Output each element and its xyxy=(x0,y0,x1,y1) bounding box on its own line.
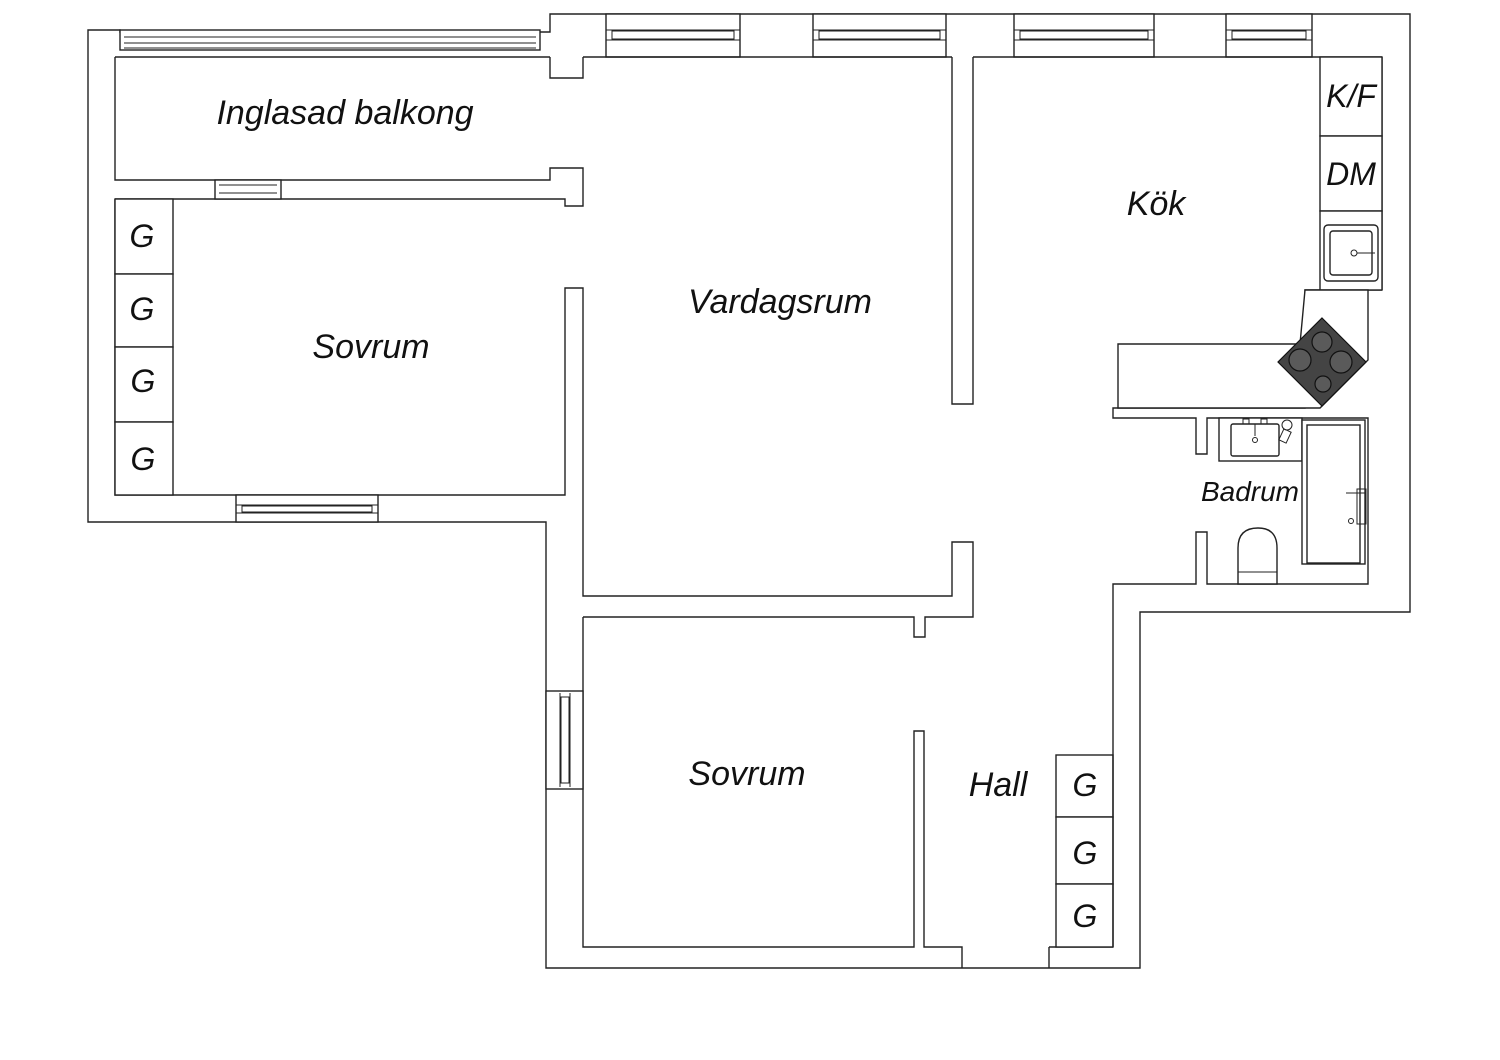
label-kitchen: Kök xyxy=(1127,185,1188,223)
closet-label: G xyxy=(130,218,155,254)
closet-label: G xyxy=(131,363,156,399)
window-top-1 xyxy=(605,13,741,58)
bathtub-icon xyxy=(1301,419,1367,565)
shower-tap-icon xyxy=(1278,419,1293,444)
closet-label: G xyxy=(130,291,155,327)
inner-top-wall xyxy=(583,56,1383,290)
label-dishwasher: DM xyxy=(1326,156,1376,192)
window-bedroom-1-top xyxy=(214,179,282,200)
window-top-4 xyxy=(1225,13,1313,58)
label-living-room: Vardagsrum xyxy=(688,283,872,321)
window-top-3 xyxy=(1013,13,1155,58)
window-balcony-top xyxy=(119,29,541,51)
closet-label: G xyxy=(131,441,156,477)
closet-labels-bedroom-1: G G G G xyxy=(130,218,156,477)
window-bedroom-2 xyxy=(545,690,584,790)
bathroom-fixtures xyxy=(1218,417,1367,585)
appliance-labels: K/F DM xyxy=(1326,78,1378,192)
washbasin-icon xyxy=(1218,417,1303,462)
bedroom-2-walls xyxy=(582,617,1113,968)
kitchen-sink-icon xyxy=(1323,224,1379,282)
closets-hall xyxy=(1055,754,1114,948)
closet-label: G xyxy=(1073,898,1098,934)
closet-label: G xyxy=(1073,835,1098,871)
wall-living-kitchen xyxy=(951,57,974,405)
window-top-2 xyxy=(812,13,947,58)
room-labels: Inglasad balkong Vardagsrum Kök Sovrum S… xyxy=(216,94,1299,804)
closets-bedroom-1 xyxy=(114,198,174,496)
label-balcony: Inglasad balkong xyxy=(216,94,473,132)
label-hall: Hall xyxy=(969,766,1029,804)
closet-labels-hall: G G G xyxy=(1073,767,1098,934)
label-bedroom-2: Sovrum xyxy=(688,755,805,793)
label-bedroom-1: Sovrum xyxy=(312,328,429,366)
label-fridge-freezer: K/F xyxy=(1326,78,1378,114)
toilet-icon xyxy=(1237,527,1278,585)
label-bathroom: Badrum xyxy=(1201,476,1299,507)
bedroom-1-walls xyxy=(114,199,974,638)
closet-label: G xyxy=(1073,767,1098,803)
window-bedroom-1-bottom xyxy=(235,494,379,523)
stove-icon xyxy=(1277,317,1367,407)
